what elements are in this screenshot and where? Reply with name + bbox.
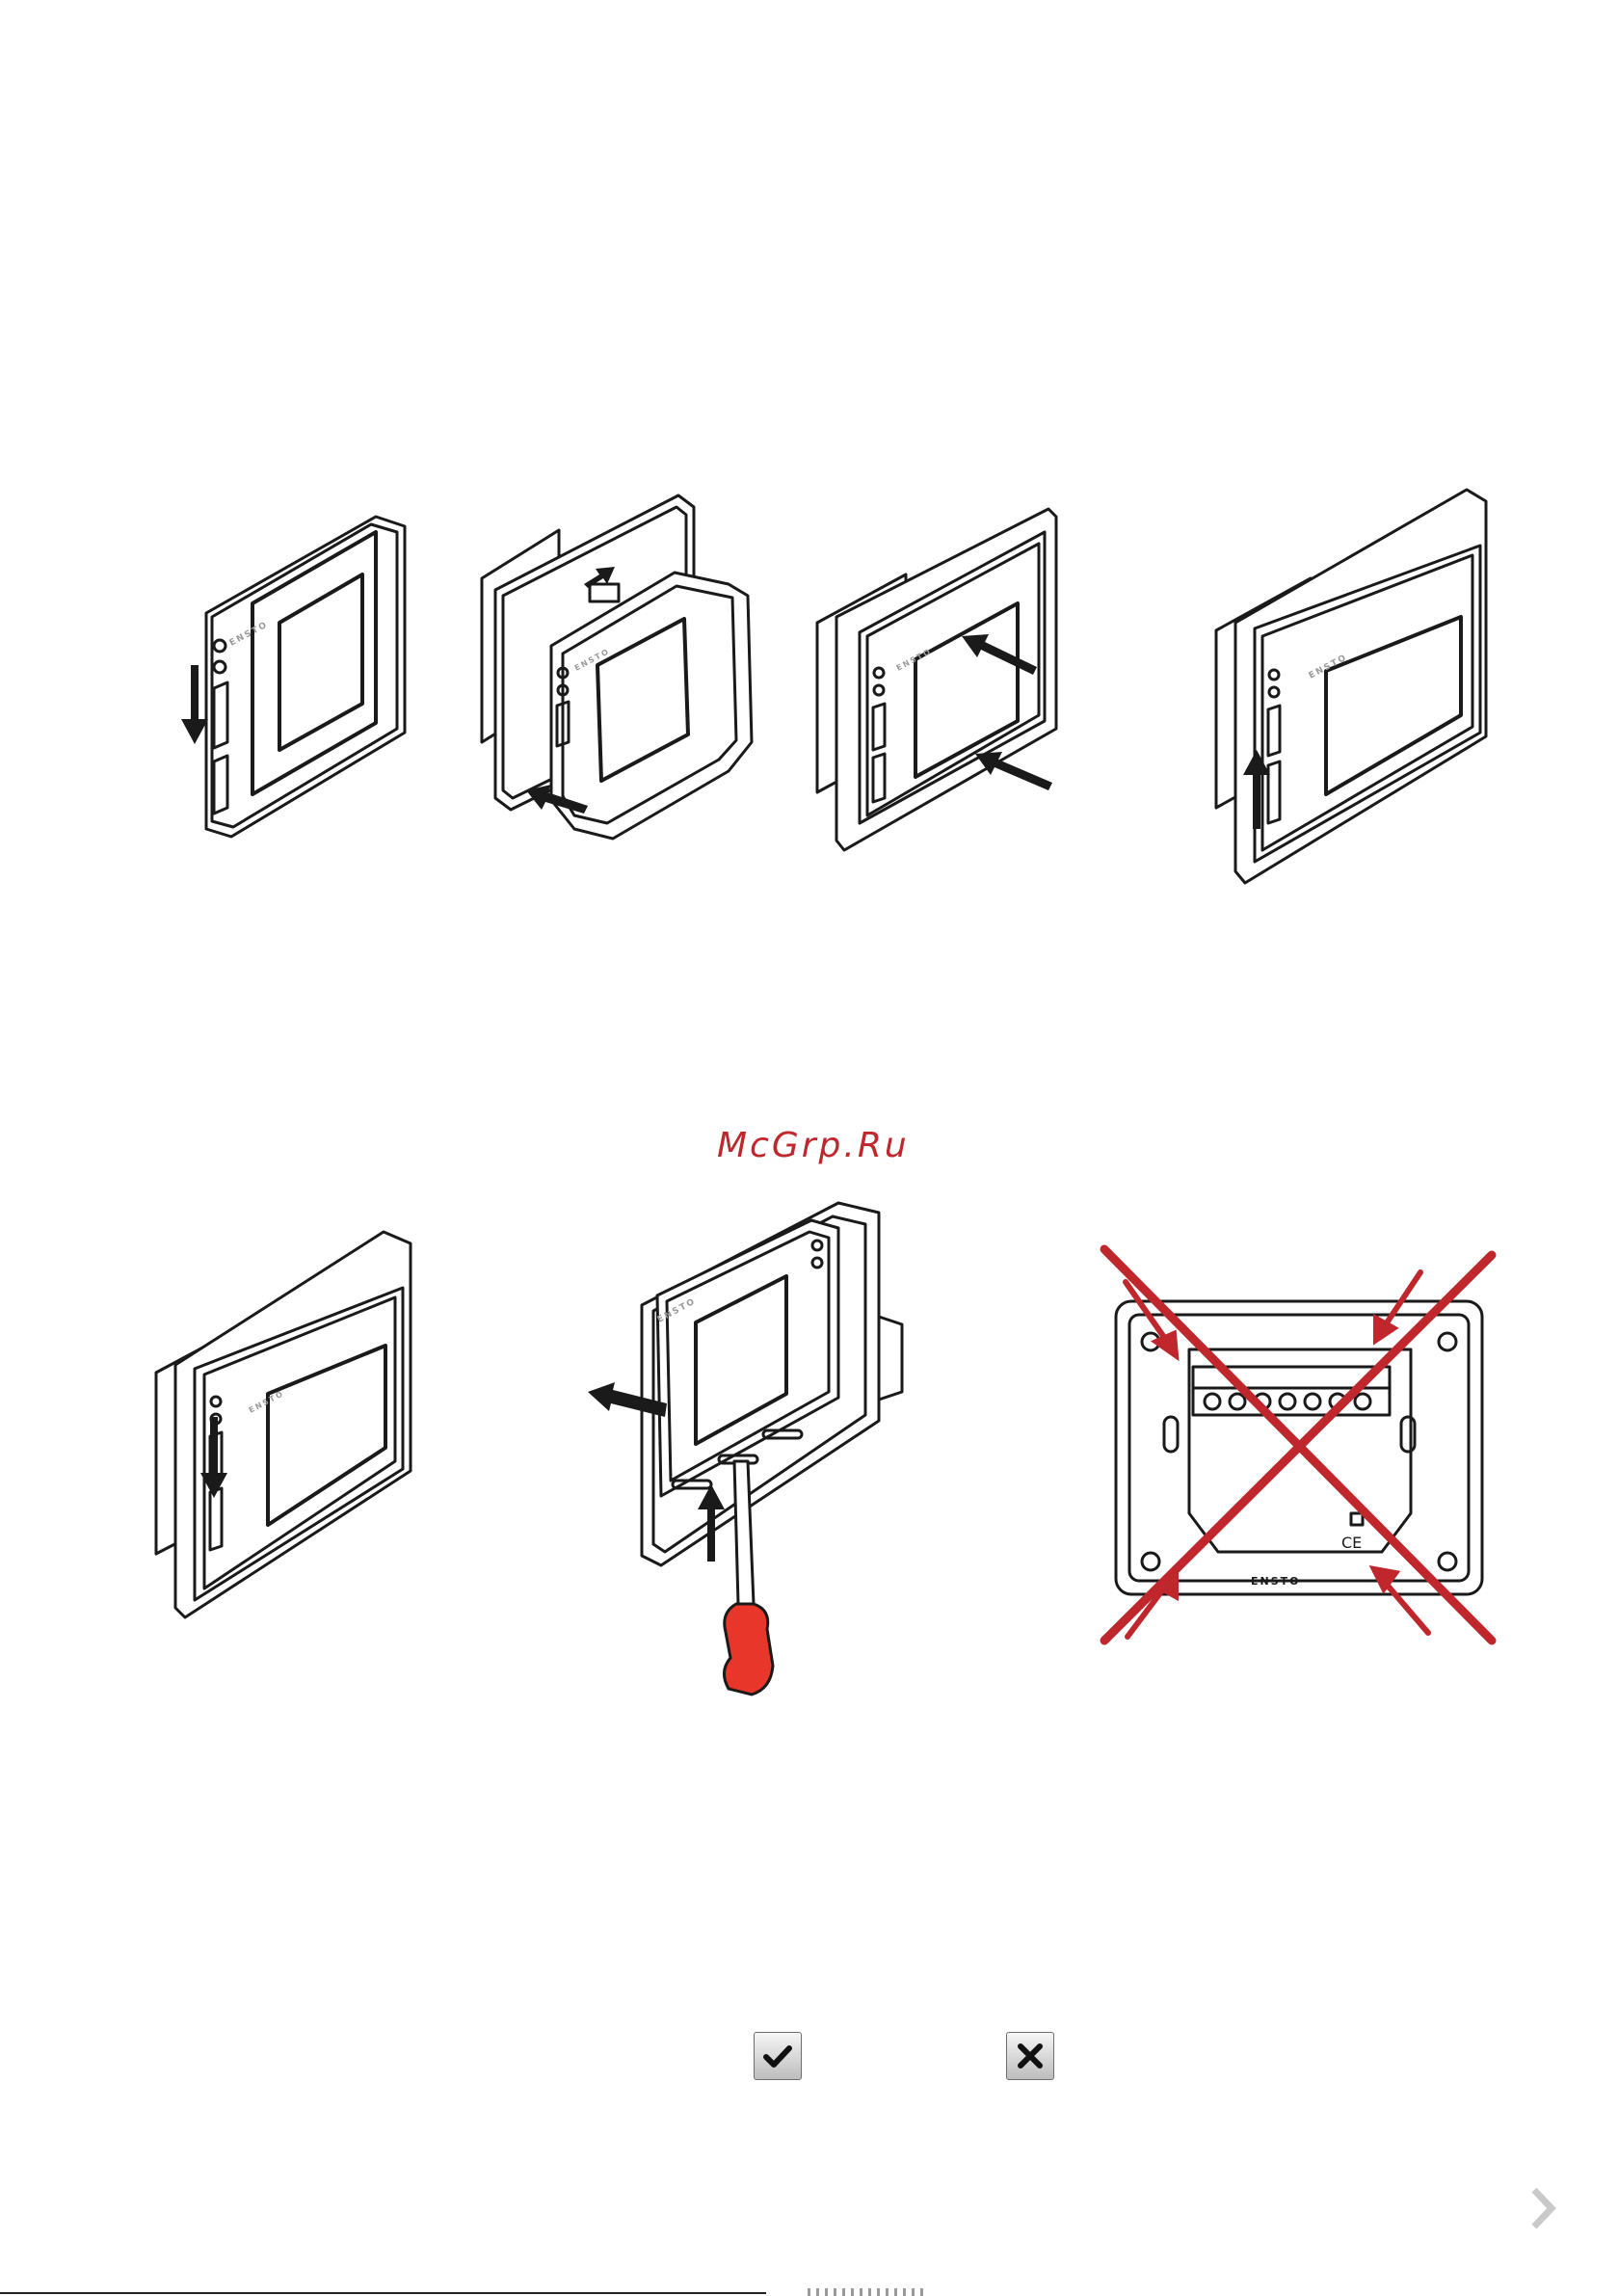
confirm-key [754, 2032, 802, 2080]
arrow-press-icon [975, 752, 1052, 790]
step4-illustration: ENSTO [1214, 486, 1494, 891]
watermark-text: McGrp.Ru [717, 1126, 910, 1165]
screwdriver-handle [724, 1604, 773, 1695]
step3-illustration: ENSTO [809, 497, 1079, 864]
check-icon [762, 2041, 793, 2071]
ce-mark: CE [1341, 1534, 1362, 1552]
arrow-down-icon [181, 665, 208, 744]
footer-crop-marks [808, 2288, 923, 2296]
chevron-right-icon[interactable] [1528, 2186, 1557, 2230]
cross-icon [1015, 2041, 1046, 2071]
brand-label: ENSTO [1251, 1575, 1301, 1588]
step2-illustration: ENSTO [463, 492, 771, 858]
step1-illustration: ENSTO [173, 501, 424, 848]
removal-step1-illustration: ENSTO [154, 1230, 424, 1625]
cancel-key [1006, 2032, 1054, 2080]
removal-step2-illustration: ENSTO [584, 1199, 912, 1700]
prohibited-illustration: ENSTO CE [1093, 1234, 1507, 1677]
footer-rule [0, 2292, 766, 2294]
